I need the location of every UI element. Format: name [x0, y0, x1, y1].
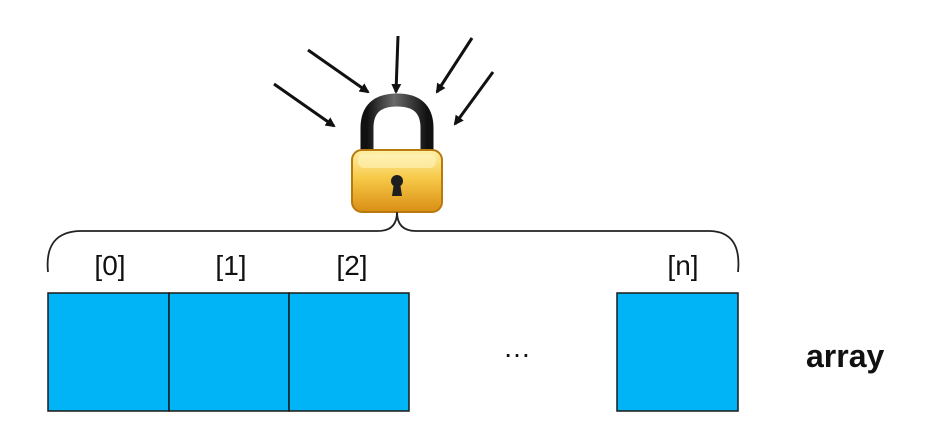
- range-brace: [46, 211, 740, 273]
- arrow-icon: [435, 37, 474, 94]
- array-cells: [47, 292, 739, 412]
- array-cell-1: [168, 292, 290, 412]
- ellipsis: …: [503, 332, 531, 363]
- arrow-icon: [307, 48, 370, 94]
- padlock-icon: [351, 93, 443, 213]
- cell-label-2: [2]: [336, 250, 368, 281]
- array-label: array: [806, 338, 885, 374]
- cell-label-1: [1]: [215, 250, 247, 281]
- arrow-icon: [453, 71, 495, 126]
- cell-label-n: [n]: [667, 250, 699, 281]
- array-cell-0: [47, 292, 170, 412]
- incoming-arrows: [273, 35, 495, 128]
- arrow-icon: [391, 35, 402, 94]
- arrow-icon: [273, 82, 336, 128]
- array-cell-n: [616, 292, 739, 412]
- cell-label-0: [0]: [94, 250, 126, 281]
- array-cell-2: [288, 292, 410, 412]
